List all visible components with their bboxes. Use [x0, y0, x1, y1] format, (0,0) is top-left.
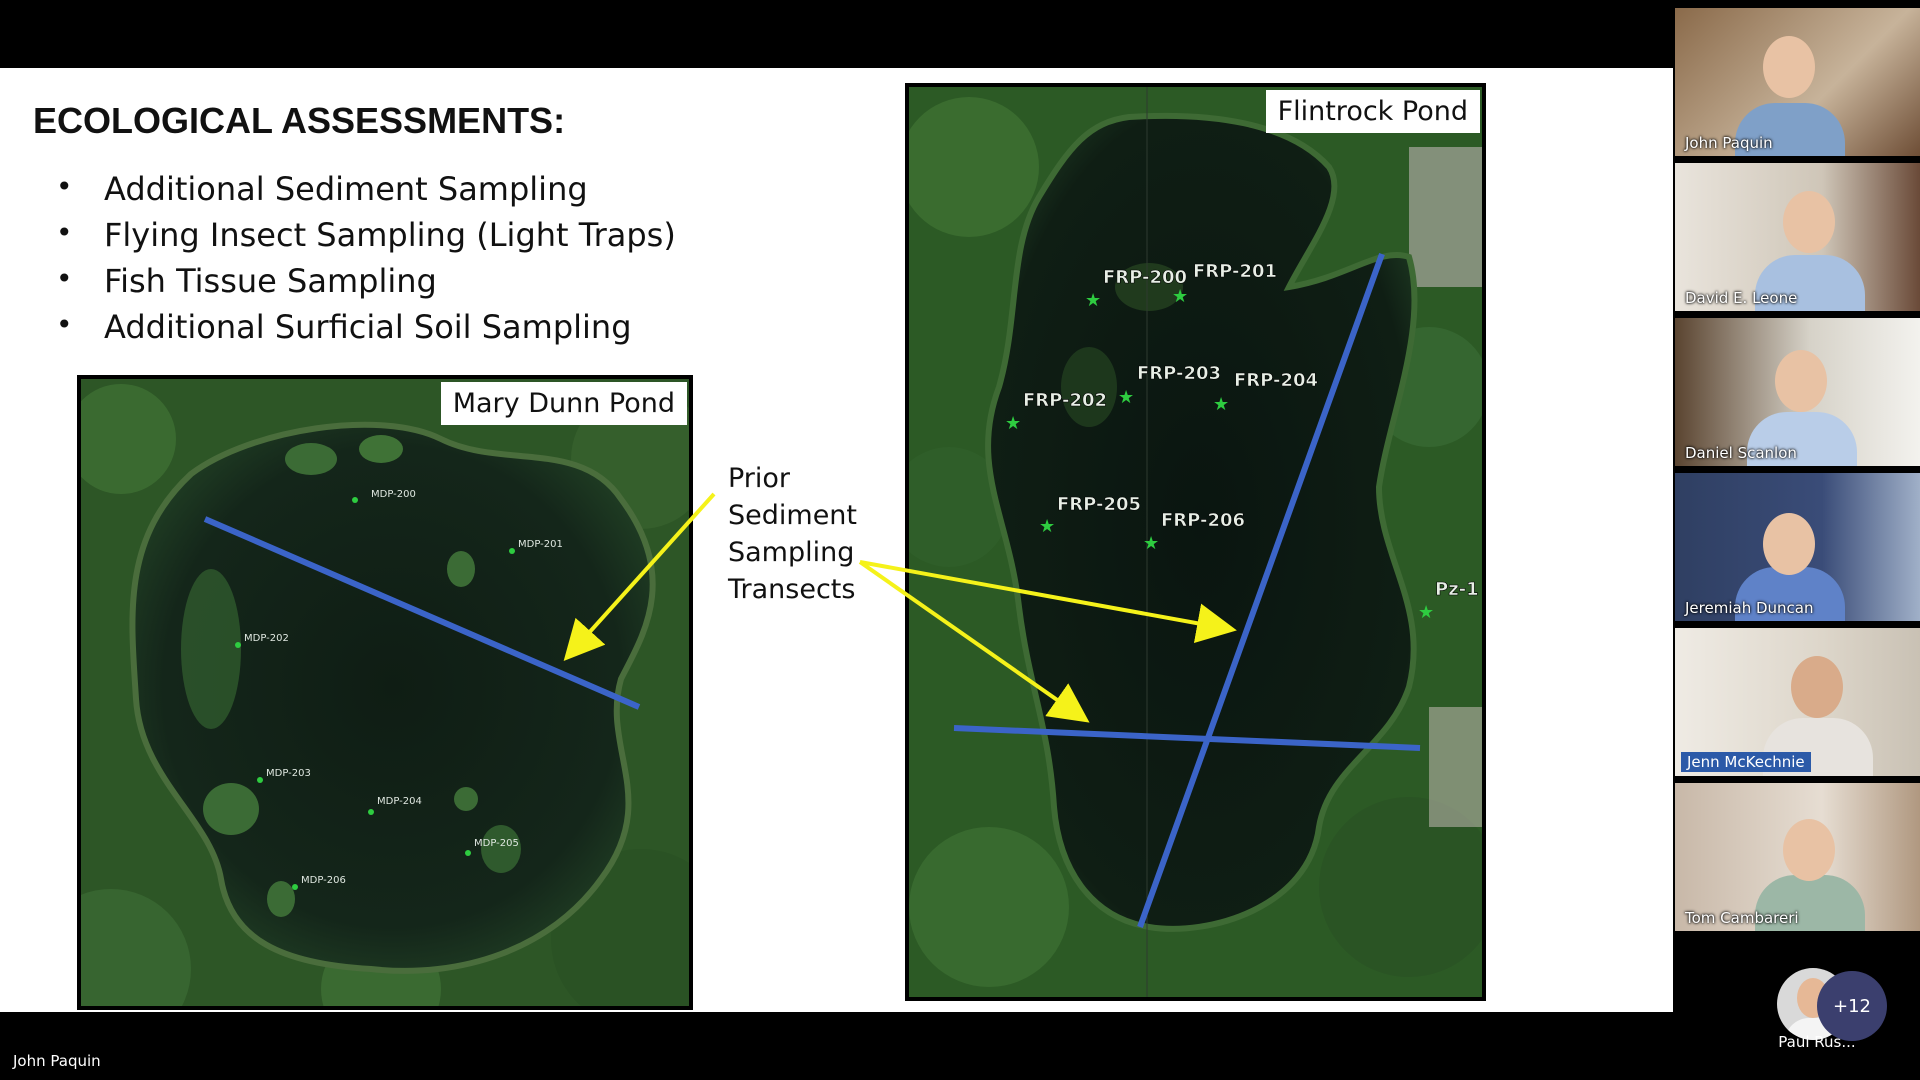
- station-label: MDP-201: [518, 539, 563, 550]
- transect-line: [203, 516, 641, 710]
- mary-dunn-pond-map: MDP-200 MDP-201 MDP-202 MDP-203 MDP-204 …: [77, 375, 693, 1010]
- flintrock-aerial: ★FRP-200 ★FRP-201 ★FRP-202 ★FRP-203 ★FRP…: [909, 87, 1482, 997]
- transect-line: [953, 725, 1421, 751]
- slide-title: ECOLOGICAL ASSESSMENTS:: [33, 100, 566, 141]
- bullet-item: Fish Tissue Sampling: [56, 262, 676, 308]
- bullet-item: Additional Sediment Sampling: [56, 170, 676, 216]
- station-label: MDP-205: [474, 838, 519, 849]
- participant-tile[interactable]: David E. Leone: [1675, 163, 1920, 311]
- station-label: Pz-1: [1435, 579, 1479, 600]
- svg-text:★: ★: [1418, 602, 1434, 623]
- bullet-item: Flying Insect Sampling (Light Traps): [56, 216, 676, 262]
- svg-text:★: ★: [1118, 387, 1134, 408]
- map-label-flintrock: Flintrock Pond: [1265, 90, 1480, 133]
- participant-name: Daniel Scanlon: [1685, 444, 1797, 462]
- participant-tile[interactable]: Daniel Scanlon: [1675, 318, 1920, 466]
- transect-annotation: Prior Sediment Sampling Transects: [728, 463, 858, 605]
- flintrock-pond-map: ★FRP-200 ★FRP-201 ★FRP-202 ★FRP-203 ★FRP…: [905, 83, 1486, 1001]
- station-label: MDP-202: [244, 633, 289, 644]
- station-label: FRP-204: [1234, 370, 1318, 391]
- station-label: MDP-203: [266, 768, 311, 779]
- station-label: FRP-203: [1137, 363, 1221, 384]
- station-label: FRP-205: [1057, 494, 1141, 515]
- participant-tile[interactable]: Jeremiah Duncan: [1675, 473, 1920, 621]
- participant-tile[interactable]: Jenn McKechnie: [1675, 628, 1920, 776]
- shared-slide: ECOLOGICAL ASSESSMENTS: Additional Sedim…: [0, 68, 1673, 1012]
- participant-name: David E. Leone: [1685, 289, 1798, 307]
- station-label: MDP-204: [377, 796, 422, 807]
- svg-text:★: ★: [1085, 290, 1101, 311]
- participant-name: Jenn McKechnie: [1681, 752, 1811, 772]
- participant-name: Tom Cambareri: [1685, 909, 1799, 927]
- station-label: FRP-206: [1161, 510, 1245, 531]
- participant-tile[interactable]: Tom Cambareri: [1675, 783, 1920, 931]
- presenter-name: John Paquin: [13, 1052, 101, 1070]
- transect-line: [1137, 252, 1385, 929]
- svg-text:★: ★: [1172, 286, 1188, 307]
- participant-tile[interactable]: John Paquin: [1675, 8, 1920, 156]
- bullet-list: Additional Sediment Sampling Flying Inse…: [56, 170, 676, 354]
- map-label-mary-dunn: Mary Dunn Pond: [440, 382, 687, 425]
- sampling-stations: MDP-200 MDP-201 MDP-202 MDP-203 MDP-204 …: [235, 489, 563, 890]
- sampling-stations: ★FRP-200 ★FRP-201 ★FRP-202 ★FRP-203 ★FRP…: [1005, 261, 1479, 623]
- station-label: MDP-200: [371, 489, 416, 500]
- participant-gallery: John Paquin David E. Leone Daniel Scanlo…: [1673, 0, 1920, 1080]
- more-participants-button[interactable]: +12: [1817, 971, 1887, 1041]
- bullet-item: Additional Surficial Soil Sampling: [56, 308, 676, 354]
- svg-text:★: ★: [1005, 413, 1021, 434]
- participant-name: Jeremiah Duncan: [1685, 599, 1814, 617]
- svg-text:★: ★: [1143, 533, 1159, 554]
- station-label: FRP-200: [1103, 267, 1187, 288]
- svg-text:★: ★: [1213, 394, 1229, 415]
- station-label: MDP-206: [301, 875, 346, 886]
- station-label: FRP-201: [1193, 261, 1277, 282]
- participant-name: John Paquin: [1685, 134, 1773, 152]
- mary-dunn-aerial: MDP-200 MDP-201 MDP-202 MDP-203 MDP-204 …: [81, 379, 689, 1006]
- svg-text:★: ★: [1039, 516, 1055, 537]
- station-label: FRP-202: [1023, 390, 1107, 411]
